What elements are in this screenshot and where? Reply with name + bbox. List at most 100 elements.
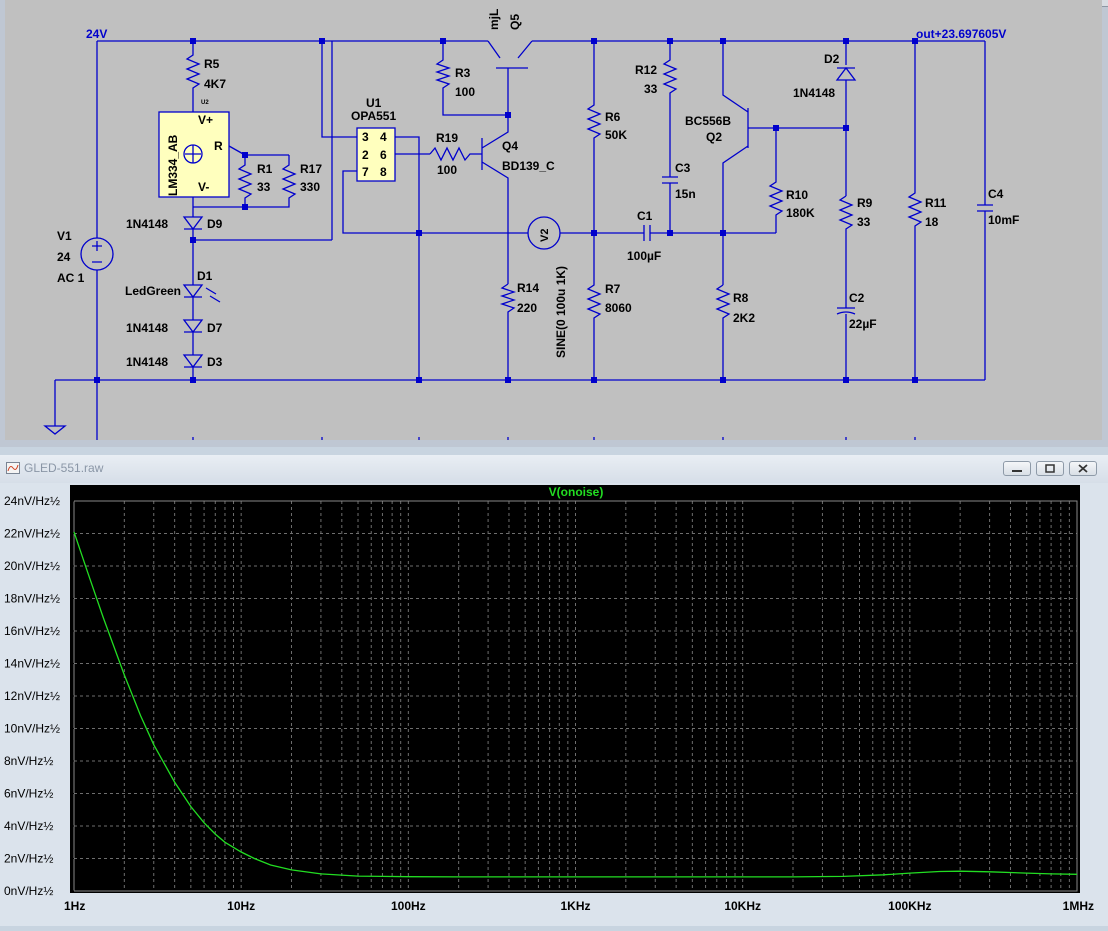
x-tick-label: 100Hz xyxy=(391,899,426,913)
close-icon xyxy=(1078,464,1088,473)
q4-part: BD139_C xyxy=(502,159,555,173)
y-tick-label: 2nV/Hz½ xyxy=(4,852,53,866)
c2-ref: C2 xyxy=(849,291,865,305)
lm334-part: LM334_AB xyxy=(166,134,180,196)
y-tick-label: 14nV/Hz½ xyxy=(4,657,60,671)
r1-value: 33 xyxy=(257,180,271,194)
r8-ref: R8 xyxy=(733,291,749,305)
x-tick-label: 1Hz xyxy=(64,899,85,913)
y-tick-label: 18nV/Hz½ xyxy=(4,592,60,606)
y-tick-label: 12nV/Hz½ xyxy=(4,689,60,703)
d9-part: 1N4148 xyxy=(126,217,168,231)
x-tick-label: 1MHz xyxy=(1063,899,1094,913)
r14-value: 220 xyxy=(517,301,537,315)
x-tick-label: 1KHz xyxy=(560,899,590,913)
r5-value: 4K7 xyxy=(204,77,226,91)
noise-chart: V(onoise) 0nV/Hz½2nV/Hz½4nV/Hz½6nV/Hz½8n… xyxy=(0,485,1108,926)
c1-ref: C1 xyxy=(637,209,653,223)
chart-trace[interactable] xyxy=(73,531,1078,878)
r11-value: 18 xyxy=(925,215,939,229)
x-tick-label: 10KHz xyxy=(724,899,761,913)
c3-value: 15n xyxy=(675,187,696,201)
c1-value: 100µF xyxy=(627,249,661,263)
r10-value: 180K xyxy=(786,206,815,220)
d3-part: 1N4148 xyxy=(126,355,168,369)
d2-part: 1N4148 xyxy=(793,86,835,100)
u1-pin-8: 8 xyxy=(380,165,387,179)
d7-ref: D7 xyxy=(207,321,223,335)
y-tick-label: 20nV/Hz½ xyxy=(4,559,60,573)
y-tick-label: 22nV/Hz½ xyxy=(4,527,60,541)
lm334-pin-vminus: V- xyxy=(198,180,209,194)
x-tick-label: 10Hz xyxy=(227,899,255,913)
restore-icon xyxy=(1045,464,1055,473)
r7-value: 8060 xyxy=(605,301,632,315)
r6-ref: R6 xyxy=(605,110,621,124)
chart-title: V(onoise) xyxy=(549,485,604,499)
d3-ref: D3 xyxy=(207,355,223,369)
net-label-24v: 24V xyxy=(86,27,107,41)
c4-value: 10mF xyxy=(988,213,1019,227)
noise-trace-line[interactable] xyxy=(73,531,1078,878)
u1-pin-4: 4 xyxy=(380,130,387,144)
r14-ref: R14 xyxy=(517,281,539,295)
d1-ref: D1 xyxy=(197,269,213,283)
u1-pin-6: 6 xyxy=(380,148,387,162)
d7-part: 1N4148 xyxy=(126,321,168,335)
d1-part: LedGreen xyxy=(125,284,181,298)
r1-ref: R1 xyxy=(257,162,273,176)
u1-pin-3: 3 xyxy=(362,130,369,144)
schematic-canvas[interactable]: 24V out+23.697605V R5 4K7 U2 V+ R V- LM3… xyxy=(5,0,1102,440)
q5-ref: Q5 xyxy=(508,14,522,30)
q4-ref: Q4 xyxy=(502,139,518,153)
r19-value: 100 xyxy=(437,163,457,177)
r9-ref: R9 xyxy=(857,196,873,210)
minimize-button[interactable] xyxy=(1003,461,1031,476)
d9-ref: D9 xyxy=(207,217,223,231)
r5-ref: R5 xyxy=(204,57,220,71)
u1-part: OPA551 xyxy=(351,109,396,123)
r17-ref: R17 xyxy=(300,162,322,176)
y-tick-label: 6nV/Hz½ xyxy=(4,787,53,801)
y-tick-label: 24nV/Hz½ xyxy=(4,494,60,508)
u1-pin-7: 7 xyxy=(362,165,369,179)
net-label-output: out+23.697605V xyxy=(916,27,1006,41)
r12-value: 33 xyxy=(644,82,658,96)
q2-part: BC556B xyxy=(685,114,731,128)
chart-axes: 0nV/Hz½2nV/Hz½4nV/Hz½6nV/Hz½8nV/Hz½10nV/… xyxy=(4,494,1094,913)
u1-ref: U1 xyxy=(366,96,382,110)
c4-ref: C4 xyxy=(988,187,1004,201)
minimize-icon xyxy=(1012,470,1022,472)
r3-value: 100 xyxy=(455,85,475,99)
v1-ref: V1 xyxy=(57,229,72,243)
x-tick-label: 100KHz xyxy=(888,899,931,913)
u2-ref: U2 xyxy=(201,100,209,106)
waveform-title: GLED-551.raw xyxy=(24,461,104,475)
lm334-pin-r: R xyxy=(214,139,223,153)
r7-ref: R7 xyxy=(605,282,621,296)
maximize-button[interactable] xyxy=(1036,461,1064,476)
waveform-titlebar[interactable]: GLED-551.raw xyxy=(0,455,1108,483)
c2-value: 22µF xyxy=(849,317,877,331)
chart-grid xyxy=(73,500,1078,892)
r12-ref: R12 xyxy=(635,63,657,77)
r19-ref: R19 xyxy=(436,131,458,145)
r6-value: 50K xyxy=(605,128,627,142)
q2-ref: Q2 xyxy=(706,130,722,144)
y-tick-label: 16nV/Hz½ xyxy=(4,624,60,638)
y-tick-label: 8nV/Hz½ xyxy=(4,754,53,768)
v2-value: SINE(0 100u 1K) xyxy=(554,266,568,358)
u1-pin-2: 2 xyxy=(362,148,369,162)
schematic-drawing: 24V out+23.697605V R5 4K7 U2 V+ R V- LM3… xyxy=(43,9,1019,440)
r9-value: 33 xyxy=(857,215,871,229)
q5-part: mjL xyxy=(487,9,501,30)
lm334-pin-vplus: V+ xyxy=(198,113,213,127)
v2-ref: V2 xyxy=(539,229,551,242)
close-button[interactable] xyxy=(1069,461,1097,476)
r11-ref: R11 xyxy=(925,196,947,210)
r17-value: 330 xyxy=(300,180,320,194)
r3-ref: R3 xyxy=(455,66,471,80)
d2-ref: D2 xyxy=(824,52,840,66)
